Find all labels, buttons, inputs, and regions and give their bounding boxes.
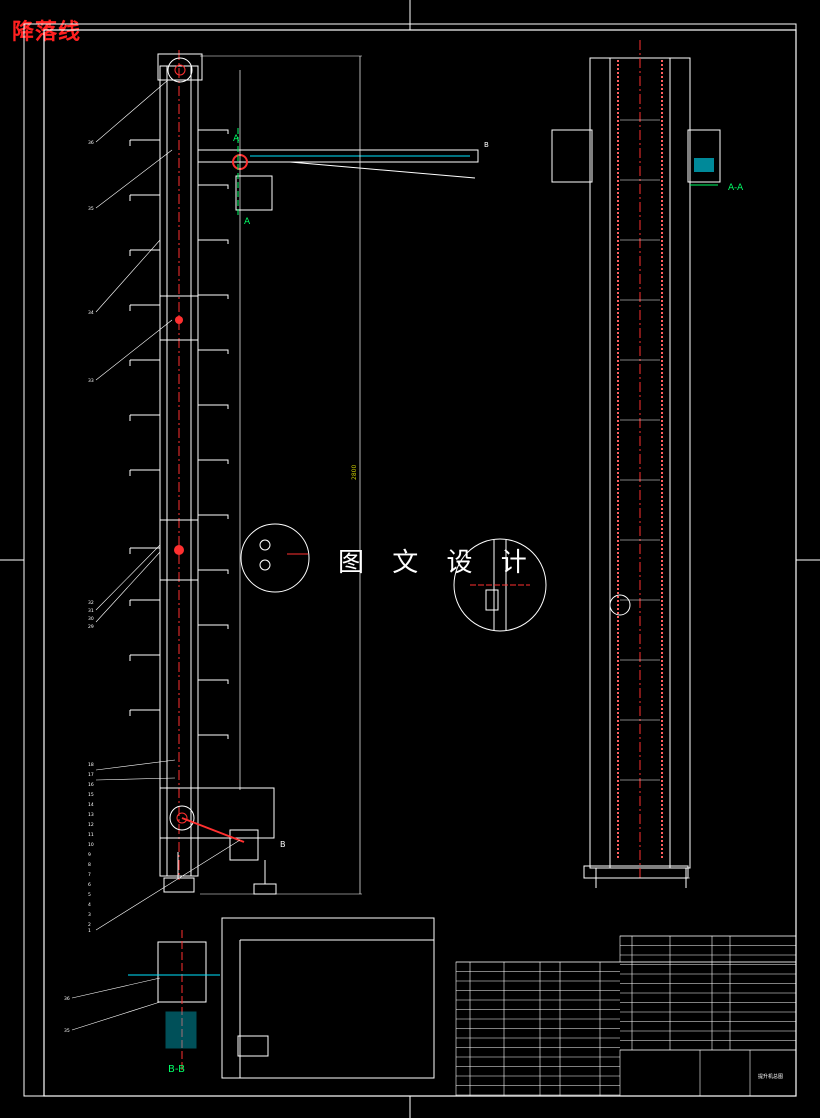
- svg-text:11: 11: [88, 832, 94, 838]
- svg-text:36: 36: [88, 140, 94, 146]
- svg-text:7: 7: [88, 872, 91, 878]
- svg-text:34: 34: [88, 310, 94, 316]
- bottom-frame: [159, 787, 275, 839]
- svg-text:35: 35: [64, 1028, 70, 1034]
- svg-text:35: 35: [88, 206, 94, 212]
- svg-text:3: 3: [88, 912, 91, 918]
- svg-text:29: 29: [88, 624, 94, 630]
- watermark-text: 降落线: [12, 19, 82, 45]
- svg-text:4: 4: [88, 902, 91, 908]
- drawing-title: 提升机总图: [758, 1073, 783, 1080]
- svg-text:1: 1: [88, 928, 91, 934]
- mid-joint-1: [159, 295, 199, 341]
- arm-drive: [235, 175, 273, 211]
- section-b-arrow-2: B: [484, 141, 489, 149]
- svg-text:13: 13: [88, 812, 94, 818]
- middle-detail: [453, 538, 547, 632]
- inner-frame: [43, 29, 797, 1097]
- section-aa-label: A-A: [728, 183, 744, 193]
- section-bb-label: B-B: [168, 1064, 185, 1075]
- left-leaders: [95, 79, 241, 931]
- rungs: [620, 119, 660, 781]
- svg-text:12: 12: [88, 822, 94, 828]
- svg-text:6: 6: [88, 882, 91, 888]
- section-bb: B-B 36 35: [64, 917, 435, 1079]
- svg-text:33: 33: [88, 378, 94, 384]
- mid-joint-2: [159, 519, 199, 581]
- svg-text:9: 9: [88, 852, 91, 858]
- svg-text:31: 31: [88, 608, 94, 614]
- section-a-top: A: [233, 134, 240, 144]
- section-b-arrow: B: [280, 840, 286, 849]
- svg-text:16: 16: [88, 782, 94, 788]
- svg-text:2800: 2800: [351, 465, 358, 480]
- svg-text:10: 10: [88, 842, 94, 848]
- top-sprocket: [167, 57, 193, 83]
- title-block: [455, 935, 797, 1097]
- sheet-border: [23, 23, 797, 1097]
- right-shelves: [198, 129, 229, 739]
- bottom-sprocket: [169, 805, 195, 831]
- left-brackets: [129, 139, 160, 716]
- svg-text:5: 5: [88, 892, 91, 898]
- left-column: [159, 65, 199, 877]
- svg-text:17: 17: [88, 772, 94, 778]
- svg-text:14: 14: [88, 802, 94, 808]
- center-label: 图 文 设 计: [338, 548, 537, 578]
- svg-text:36: 36: [64, 996, 70, 1002]
- svg-text:2: 2: [88, 922, 91, 928]
- detail-circle-left: [240, 523, 310, 593]
- section-a-bottom: A: [244, 217, 251, 227]
- svg-text:18: 18: [88, 762, 94, 768]
- svg-text:8: 8: [88, 862, 91, 868]
- right-elevation: A-A: [551, 40, 744, 888]
- conveyor-arm: [197, 149, 479, 163]
- drive-box: [229, 829, 259, 861]
- svg-text:15: 15: [88, 792, 94, 798]
- svg-text:30: 30: [88, 616, 94, 622]
- svg-text:32: 32: [88, 600, 94, 606]
